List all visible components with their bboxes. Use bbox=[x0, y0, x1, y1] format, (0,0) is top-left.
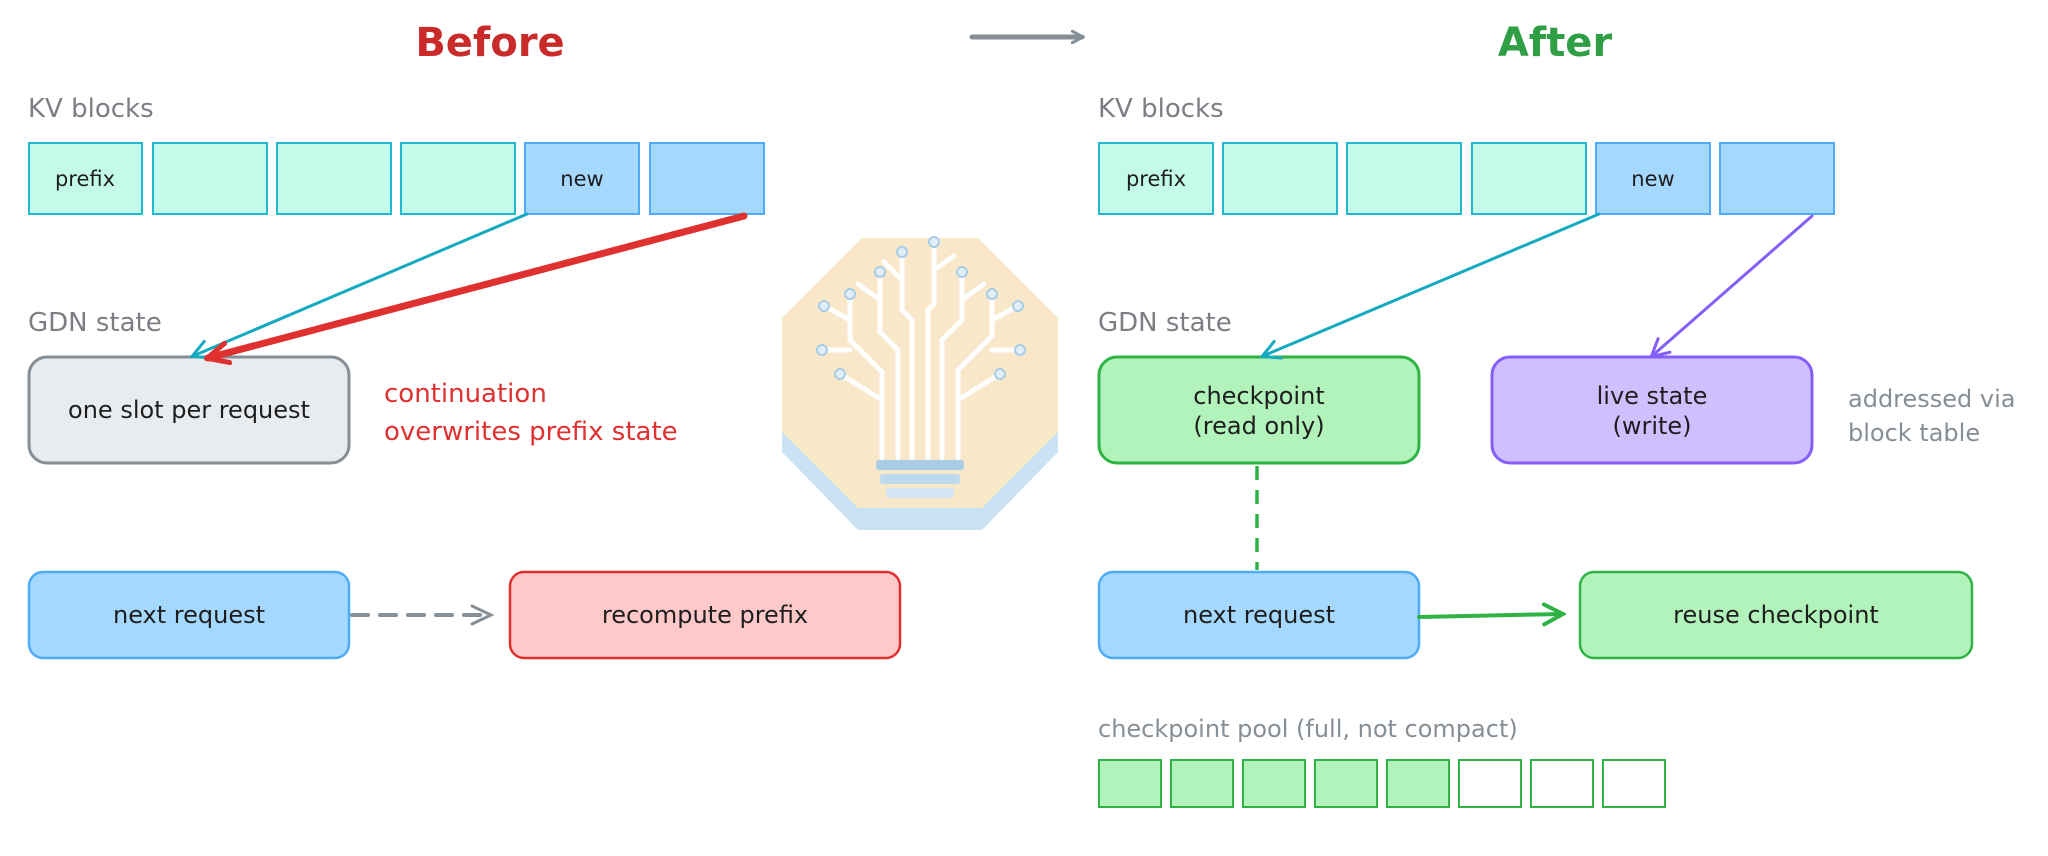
overwrite-arrow bbox=[208, 212, 748, 358]
kv-block bbox=[1471, 142, 1587, 215]
before-kv-label: KV blocks bbox=[28, 94, 154, 124]
kv-block bbox=[400, 142, 516, 215]
next-request-after-label: next request bbox=[1183, 601, 1335, 629]
kv-block-prefix bbox=[28, 142, 143, 215]
after-gdn-label: GDN state bbox=[1098, 308, 1232, 338]
before-title: Before bbox=[415, 20, 564, 66]
before-gdn-label: GDN state bbox=[28, 308, 162, 338]
pool-slot-filled bbox=[1098, 759, 1162, 808]
kv-block bbox=[276, 142, 392, 215]
reuse-arrow bbox=[1417, 614, 1562, 617]
after-title: After bbox=[1498, 20, 1613, 66]
kv-block bbox=[1346, 142, 1462, 215]
kv-block-new bbox=[524, 142, 640, 215]
kv-block-new-label: new bbox=[560, 167, 603, 191]
recompute-box-label: recompute prefix bbox=[602, 601, 808, 629]
prefix-arrow-before bbox=[193, 212, 529, 356]
kv-block bbox=[1222, 142, 1338, 215]
reuse-box-label: reuse checkpoint bbox=[1673, 601, 1879, 629]
kv-block-new bbox=[1719, 142, 1835, 215]
live-state-box bbox=[1490, 355, 1814, 465]
pool-label: checkpoint pool (full, not compact) bbox=[1098, 715, 1518, 743]
addressing-note-line2: block table bbox=[1848, 419, 1980, 447]
kv-block bbox=[152, 142, 268, 215]
addressing-note-line1: addressed via bbox=[1848, 385, 2016, 413]
kv-block-new bbox=[1595, 142, 1711, 215]
pool-slot-empty bbox=[1458, 759, 1522, 808]
kv-block-prefix-label: prefix bbox=[55, 167, 115, 191]
kv-block-prefix-label: prefix bbox=[1126, 167, 1186, 191]
kv-block-new-label: new bbox=[1631, 167, 1674, 191]
kv-block-new bbox=[649, 142, 765, 215]
slot-box-label: one slot per request bbox=[68, 396, 310, 424]
warning-line2: overwrites prefix state bbox=[384, 417, 678, 447]
checkpoint-pool bbox=[1098, 759, 1666, 808]
before-kv-blocks: prefix new bbox=[28, 142, 765, 215]
next-request-before bbox=[27, 570, 351, 660]
write-arrow bbox=[1652, 214, 1814, 356]
kv-block-prefix bbox=[1098, 142, 1214, 215]
pool-slot-empty bbox=[1530, 759, 1594, 808]
after-kv-blocks: prefix new bbox=[1098, 142, 1835, 215]
prefix-arrow-after bbox=[1263, 212, 1601, 356]
pool-slot-filled bbox=[1386, 759, 1450, 808]
pool-slot-filled bbox=[1170, 759, 1234, 808]
after-kv-label: KV blocks bbox=[1098, 94, 1224, 124]
live-state-line2: (write) bbox=[1612, 412, 1691, 440]
checkpoint-box bbox=[1097, 355, 1421, 465]
pool-slot-filled bbox=[1242, 759, 1306, 808]
checkpoint-line2: (read only) bbox=[1193, 412, 1324, 440]
recompute-box bbox=[508, 570, 902, 660]
lightbulb-circuit-icon bbox=[782, 236, 1058, 530]
checkpoint-line1: checkpoint bbox=[1193, 382, 1324, 410]
warning-line1: continuation bbox=[384, 379, 547, 409]
live-state-line1: live state bbox=[1597, 382, 1708, 410]
next-request-before-label: next request bbox=[113, 601, 265, 629]
pool-slot-filled bbox=[1314, 759, 1378, 808]
reuse-box bbox=[1578, 570, 1974, 660]
slot-box bbox=[27, 355, 351, 465]
pool-slot-empty bbox=[1602, 759, 1666, 808]
